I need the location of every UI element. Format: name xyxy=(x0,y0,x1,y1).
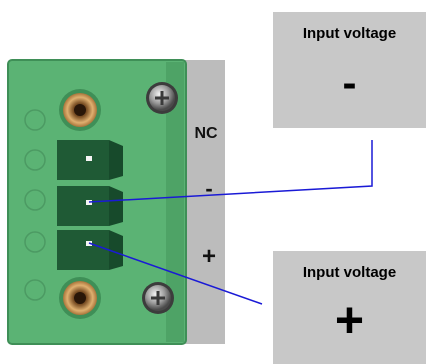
molding-circle xyxy=(24,279,46,301)
callout-input-voltage-minus: Input voltage - xyxy=(273,12,426,128)
plug-pin-nc xyxy=(57,140,123,180)
connector-edge xyxy=(7,59,187,345)
screw-top xyxy=(146,82,178,114)
label-nc: NC xyxy=(194,125,218,142)
leader-line-minus xyxy=(88,140,373,203)
molding-circle xyxy=(24,231,46,253)
callout-input-voltage-plus: Input voltage + xyxy=(273,251,426,364)
brass-insert-bottom xyxy=(59,277,101,319)
metal-rail xyxy=(183,60,225,344)
brass-insert-top xyxy=(59,89,101,131)
molding-circle xyxy=(24,149,46,171)
callout-title: Input voltage xyxy=(302,264,397,281)
molding-circle xyxy=(24,109,46,131)
screw-bottom xyxy=(142,282,174,314)
molding-circle xyxy=(24,189,46,211)
label-plus: + xyxy=(202,243,216,270)
plug-pin-plus xyxy=(57,230,123,270)
label-minus: - xyxy=(205,176,212,201)
minus-symbol: - xyxy=(342,59,357,106)
plus-symbol: + xyxy=(334,292,365,348)
callout-title: Input voltage xyxy=(302,25,397,42)
plug-pin-minus xyxy=(57,186,123,226)
leader-line-plus xyxy=(88,242,263,305)
